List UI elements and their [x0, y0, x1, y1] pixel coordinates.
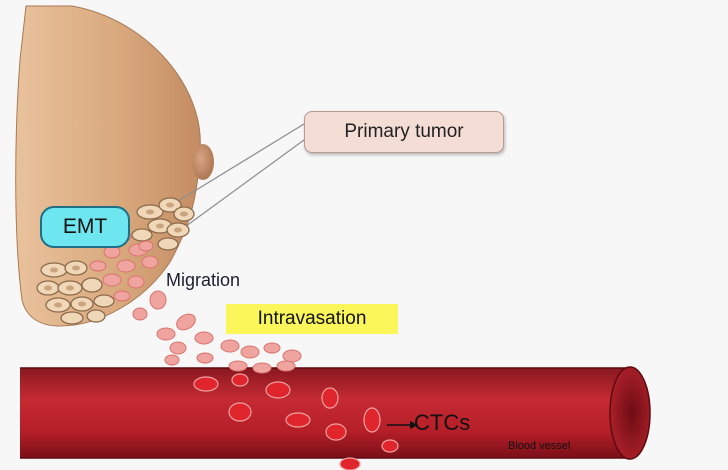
blood-vessel-opening — [609, 366, 651, 460]
migration-label: Migration — [166, 270, 241, 290]
blood-vessel-label: Blood vessel — [508, 440, 571, 452]
intravasation-highlight: Intravasation — [226, 304, 398, 334]
primary-tumor-callout: Primary tumor — [304, 111, 504, 153]
primary-tumor-label: Primary tumor — [344, 121, 464, 142]
migrating-cells — [132, 290, 302, 366]
blood-vessel-body — [20, 368, 630, 458]
callout-line-lower — [177, 139, 305, 233]
epithelial-nuclei — [44, 202, 188, 308]
intravasating-cells — [228, 360, 296, 374]
ctcs-label: CTCs — [414, 410, 471, 435]
nipple-shape — [192, 144, 214, 180]
ctcs-arrow-head — [410, 421, 418, 429]
intravasation-label: Intravasation — [257, 308, 367, 329]
emt-label: EMT — [62, 215, 108, 238]
callout-line-upper — [174, 123, 305, 204]
blood-vessel-outline — [20, 367, 630, 459]
circulating-tumor-cells — [193, 373, 399, 470]
emt-badge: EMT — [40, 206, 130, 248]
